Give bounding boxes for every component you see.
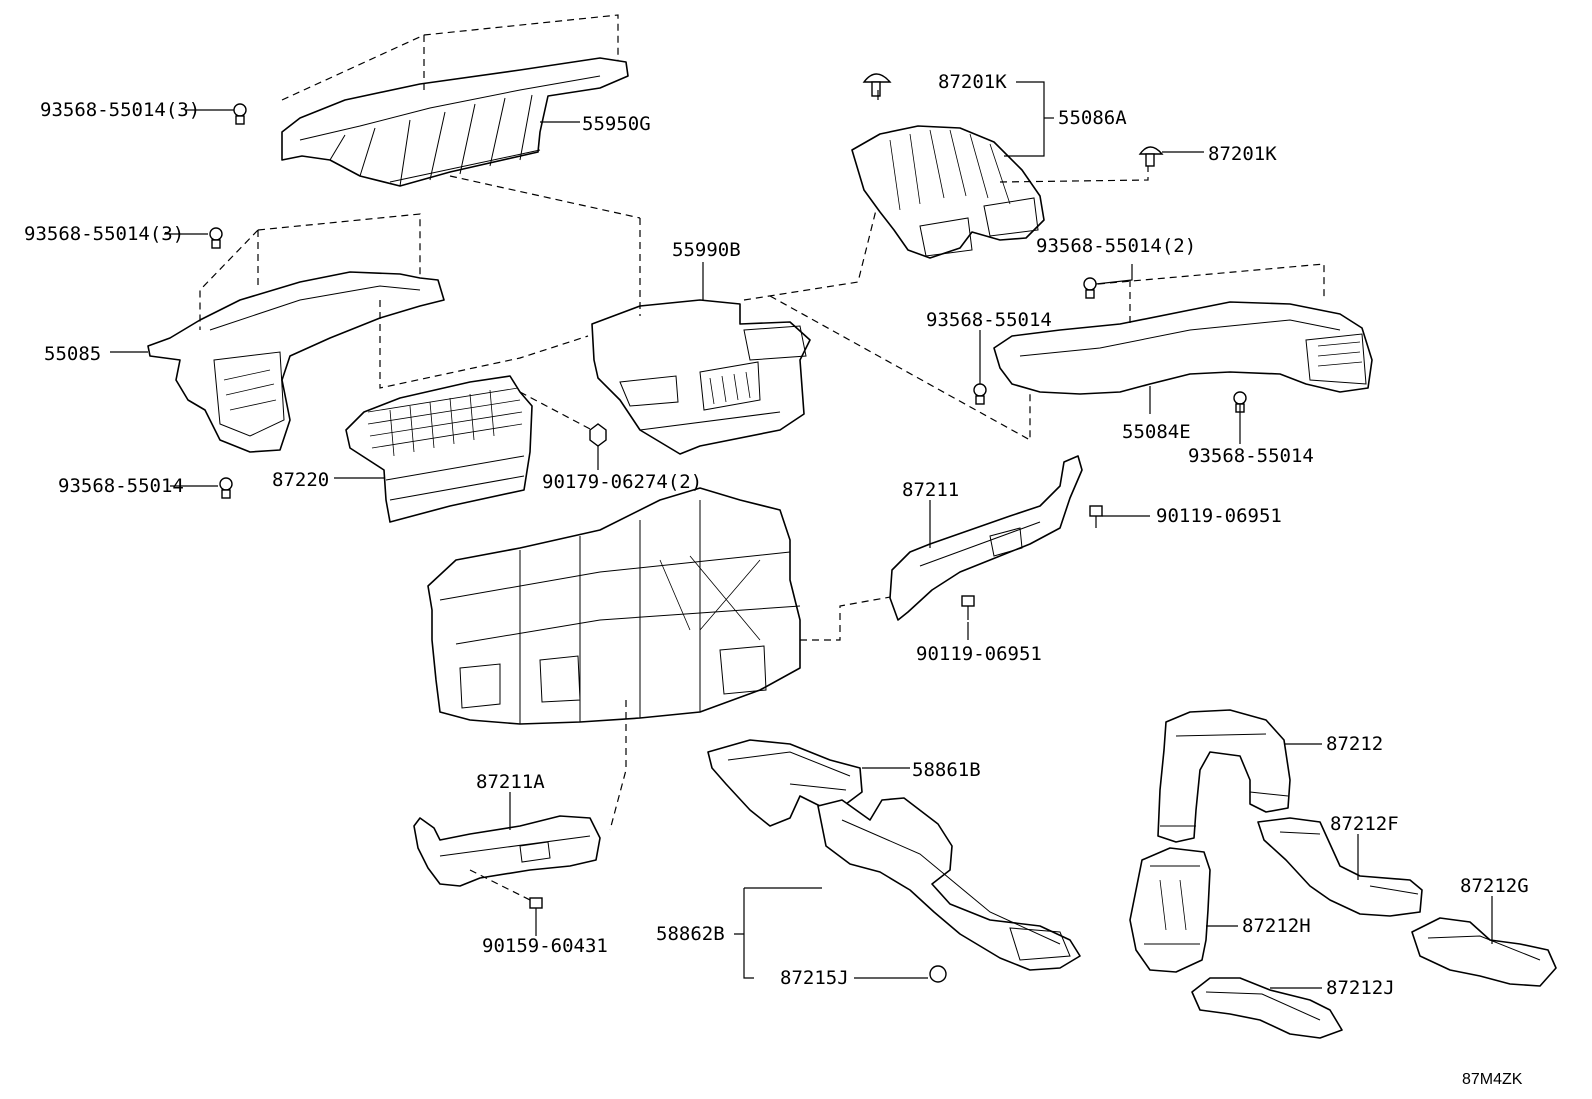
part-87211-duct[interactable]: [889, 455, 1083, 621]
label-55086a: 55086A: [1058, 107, 1127, 129]
label-93568-55014-2: 93568-55014(2): [1036, 235, 1196, 257]
part-55084e-duct[interactable]: [993, 301, 1373, 395]
label-87201k-a: 87201K: [938, 71, 1007, 93]
clip-icon: [862, 73, 892, 97]
label-90179-06274-2: 90179-06274(2): [542, 471, 702, 493]
part-87212h-duct[interactable]: [1129, 847, 1211, 973]
part-87212f-duct[interactable]: [1257, 817, 1423, 917]
part-58862b-duct[interactable]: [817, 797, 1081, 971]
part-87211a-duct[interactable]: [413, 815, 601, 887]
clip-icon: [1083, 277, 1097, 299]
label-55950g: 55950G: [582, 113, 651, 135]
part-55950g-duct[interactable]: [281, 57, 629, 187]
label-93568-55014-a: 93568-55014: [58, 475, 184, 497]
part-hvac-unit: [427, 487, 801, 725]
label-90159-60431: 90159-60431: [482, 935, 608, 957]
part-55086a-duct[interactable]: [851, 125, 1045, 259]
label-58861b: 58861B: [912, 759, 981, 781]
label-87201k-b: 87201K: [1208, 143, 1277, 165]
label-87212f: 87212F: [1330, 813, 1399, 835]
clip-icon: [209, 227, 223, 249]
clip-icon: [929, 965, 947, 983]
label-93568-55014-c: 93568-55014: [1188, 445, 1314, 467]
bolt-icon: [529, 897, 543, 920]
part-87220-register[interactable]: [345, 375, 533, 523]
clip-icon: [1138, 146, 1164, 167]
part-87212j-duct[interactable]: [1191, 977, 1343, 1039]
clip-icon: [219, 477, 233, 499]
label-93568-55014-3-b: 93568-55014(3): [24, 223, 184, 245]
label-87212h: 87212H: [1242, 915, 1311, 937]
label-55084e: 55084E: [1122, 421, 1191, 443]
bolt-icon: [961, 595, 975, 620]
part-55085-duct[interactable]: [147, 271, 445, 453]
label-87211: 87211: [902, 479, 959, 501]
bolt-icon: [1089, 505, 1103, 528]
label-90119-06951-a: 90119-06951: [1156, 505, 1282, 527]
label-93568-55014-b: 93568-55014: [926, 309, 1052, 331]
label-58862b: 58862B: [656, 923, 725, 945]
part-55990b-duct[interactable]: [591, 299, 811, 455]
diagram-code: 87M4ZK: [1462, 1071, 1523, 1088]
label-55990b: 55990B: [672, 239, 741, 261]
clip-icon: [233, 103, 247, 125]
part-87212-duct[interactable]: [1157, 709, 1291, 843]
part-87212g-duct[interactable]: [1411, 917, 1557, 987]
label-87211a: 87211A: [476, 771, 545, 793]
label-87212g: 87212G: [1460, 875, 1529, 897]
label-87212: 87212: [1326, 733, 1383, 755]
label-55085: 55085: [44, 343, 101, 365]
clip-icon: [973, 383, 987, 405]
label-90119-06951-b: 90119-06951: [916, 643, 1042, 665]
label-87212j: 87212J: [1326, 977, 1395, 999]
nut-icon: [589, 423, 607, 447]
label-93568-55014-3-a: 93568-55014(3): [40, 99, 200, 121]
label-87215j: 87215J: [780, 967, 849, 989]
label-87220: 87220: [272, 469, 329, 491]
